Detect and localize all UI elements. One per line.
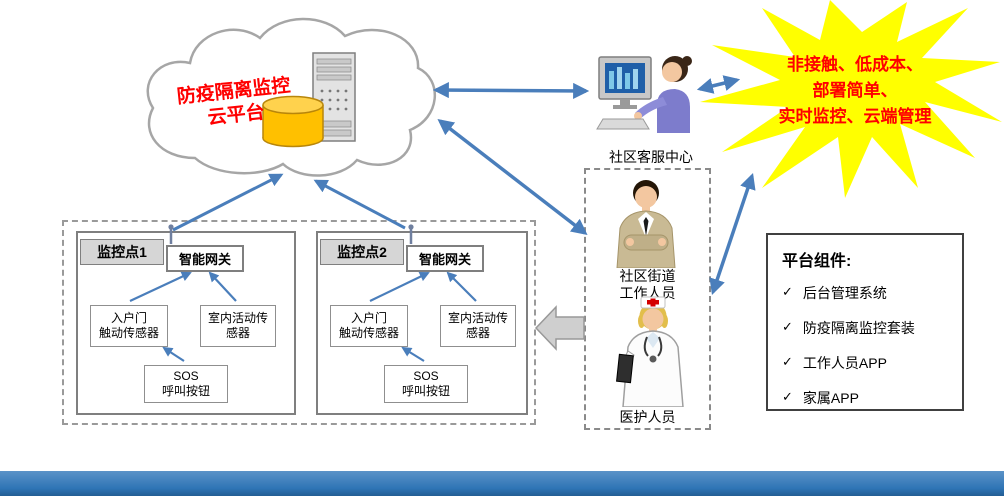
component-label: 工作人员APP <box>802 355 887 371</box>
components-title: 平台组件: <box>782 253 852 270</box>
starburst-benefits-text: 非接触、低成本、 部署简单、 实时监控、云端管理 <box>735 52 975 130</box>
starburst-polygon <box>700 0 1002 198</box>
community-staff-group-box <box>584 168 711 430</box>
site2-sos-line2: 呼叫按钮 <box>401 384 450 398</box>
site2-door-sensor: 入户门 触动传感器 <box>330 305 408 347</box>
arrow-cloud-customer-service <box>432 82 590 99</box>
customer-service-label: 社区客服中心 <box>609 149 693 165</box>
check-icon: ✓ <box>782 319 793 334</box>
site1-title: 监控点1 <box>80 239 164 265</box>
site1-door-sensor-line2: 触动传感器 <box>98 326 159 340</box>
site2-activity-sensor-line1: 室内活动传 <box>447 311 508 325</box>
keyboard-icon <box>596 118 650 130</box>
cloud-shape <box>146 17 436 177</box>
arrow-cloud-staff-box <box>437 119 588 235</box>
street-worker-label-line1: 社区街道 <box>619 268 676 284</box>
site2-sos-button: SOS 呼叫按钮 <box>384 365 468 403</box>
site1-smart-gateway: 智能网关 <box>166 245 244 272</box>
clipboard-icon <box>616 353 634 384</box>
site2-door-sensor-line2: 触动传感器 <box>338 326 399 340</box>
check-icon: ✓ <box>782 389 793 404</box>
site1-activity-sensor-line1: 室内活动传 <box>207 311 268 325</box>
benefit-line2: 部署简单、 <box>812 81 898 100</box>
site2-door-sensor-line1: 入户门 <box>350 311 387 325</box>
component-label: 家属APP <box>802 390 859 406</box>
customer-service-figure <box>596 56 692 133</box>
street-worker-figure <box>616 180 676 268</box>
site1-activity-sensor: 室内活动传 感器 <box>200 305 276 347</box>
component-item-monitor-kit: ✓ 防疫隔离监控套装 <box>782 318 948 338</box>
block-arrow-staff-to-sites <box>534 305 585 351</box>
stethoscope-icon <box>643 336 649 357</box>
database-cylinder-icon <box>262 95 324 148</box>
benefit-line1: 非接触、低成本、 <box>787 55 923 74</box>
site2-activity-sensor-line2: 感器 <box>465 326 490 340</box>
medical-staff-label: 医护人员 <box>619 409 676 425</box>
face <box>635 186 657 208</box>
component-item-staff-app: ✓ 工作人员APP <box>782 353 948 373</box>
bottom-accent-bar <box>0 471 1004 496</box>
face <box>662 62 682 82</box>
component-item-backend: ✓ 后台管理系统 <box>782 283 948 303</box>
check-icon: ✓ <box>782 284 793 299</box>
platform-components-panel: 平台组件: ✓ 后台管理系统 ✓ 防疫隔离监控套装 ✓ 工作人员APP ✓ 家属… <box>766 233 964 411</box>
site1-sos-line2: 呼叫按钮 <box>161 384 210 398</box>
site1-sos-line1: SOS <box>173 369 199 383</box>
component-label: 防疫隔离监控套装 <box>802 320 915 336</box>
site1-activity-sensor-line2: 感器 <box>225 326 250 340</box>
site2-title: 监控点2 <box>320 239 404 265</box>
site2-activity-sensor: 室内活动传 感器 <box>440 305 516 347</box>
server-icon <box>312 52 356 142</box>
benefit-line3: 实时监控、云端管理 <box>778 107 932 126</box>
site1-door-sensor: 入户门 触动传感器 <box>90 305 168 347</box>
site1-door-sensor-line1: 入户门 <box>110 311 147 325</box>
site2-sos-line1: SOS <box>413 369 439 383</box>
component-label: 后台管理系统 <box>802 285 887 301</box>
monitoring-site-1: 监控点1 智能网关 入户门 触动传感器 室内活动传 感器 SOS 呼叫按钮 <box>76 231 296 415</box>
starburst-shape <box>700 0 1002 198</box>
site2-smart-gateway: 智能网关 <box>406 245 484 272</box>
medical-staff-figure <box>616 296 684 407</box>
component-item-family-app: ✓ 家属APP <box>782 388 948 408</box>
face <box>642 308 664 330</box>
site1-sos-button: SOS 呼叫按钮 <box>144 365 228 403</box>
check-icon: ✓ <box>782 354 793 369</box>
monitoring-site-2: 监控点2 智能网关 入户门 触动传感器 室内活动传 感器 SOS 呼叫按钮 <box>316 231 528 415</box>
